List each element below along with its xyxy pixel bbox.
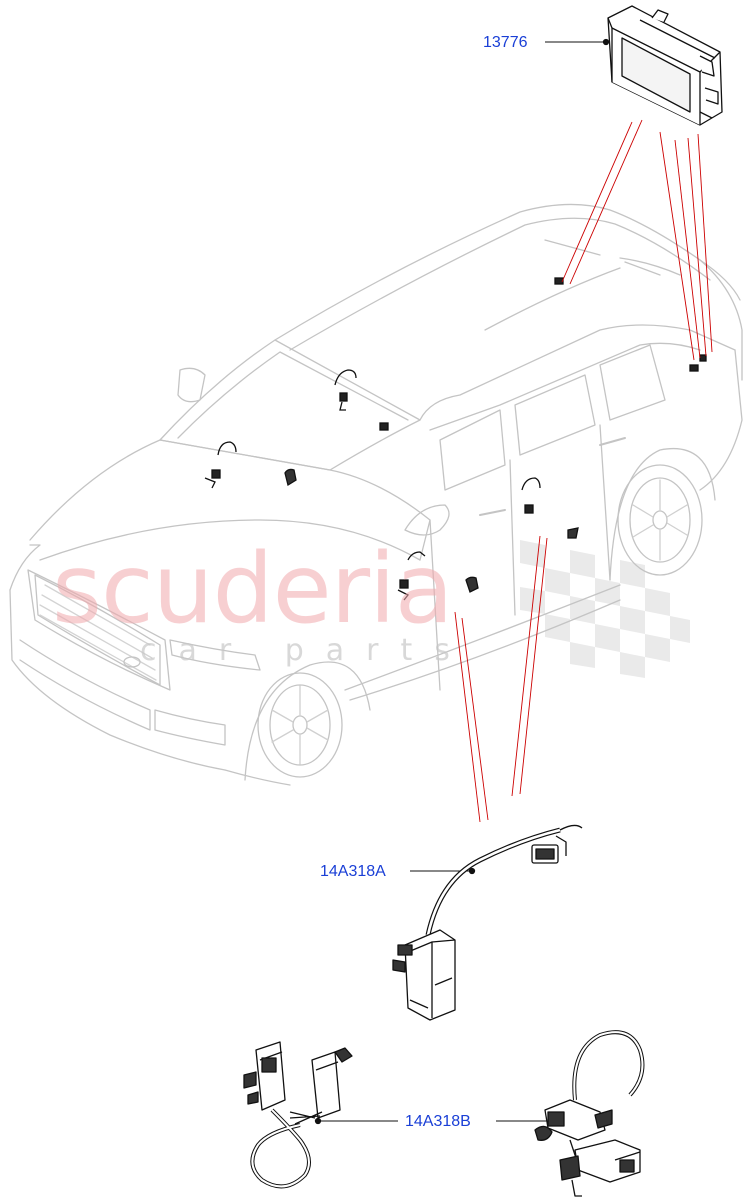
callout-harness-b-label: 14A318B [405,1113,471,1130]
wiring-harness-b-icon [243,1041,353,1189]
wiring-harness-b-right-icon [534,1030,645,1197]
callout-module-label: 13776 [483,34,528,51]
vehicle-outline-icon [9,203,743,786]
watermark-brand: scuderia [52,533,454,645]
sensor-connector-icon [204,277,707,601]
watermark-subtitle: car parts [140,633,472,668]
control-module-icon [607,5,723,126]
leader-lines [454,119,713,823]
checker-flag-watermark [520,540,690,678]
wiring-harness-a-icon [392,824,583,1021]
callout-harness-a-label: 14A318A [320,863,386,880]
